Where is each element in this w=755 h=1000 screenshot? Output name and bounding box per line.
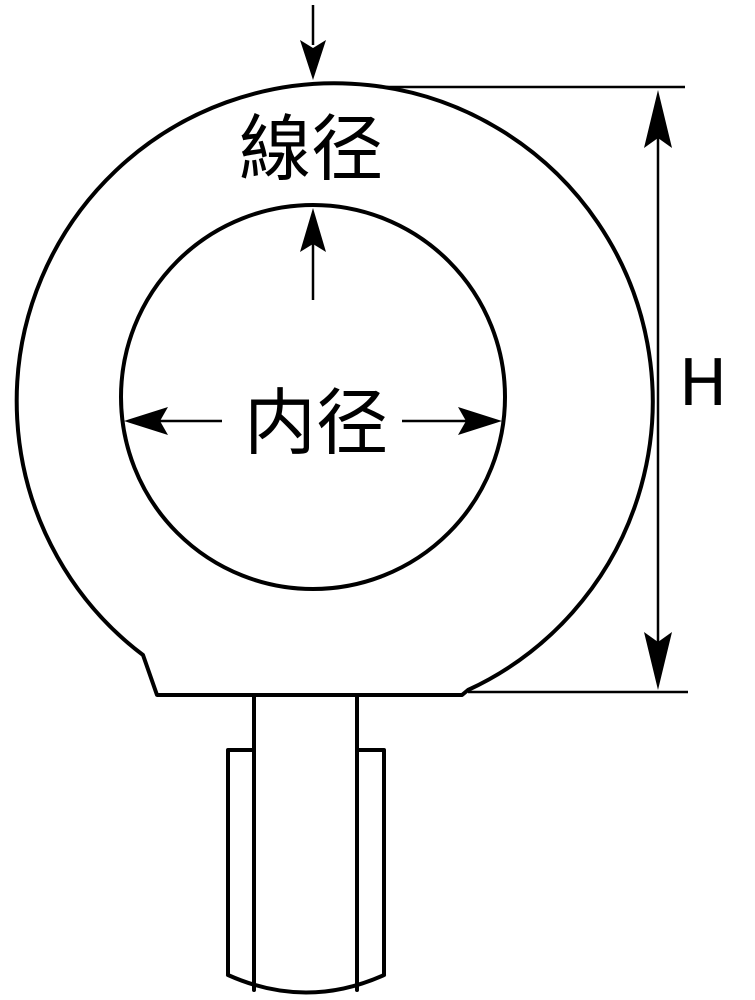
outer-ring-outline [14, 81, 655, 697]
inner-diameter-dimension: 内径 [124, 381, 502, 465]
height-label: H [679, 347, 727, 421]
height-dimension: H [386, 85, 727, 694]
inner-diameter-right-arrow [458, 407, 502, 435]
height-top-arrow [644, 90, 672, 148]
inner-hole [119, 203, 507, 591]
height-bottom-arrow [644, 632, 672, 690]
wire-diameter-bottom-arrow [300, 208, 326, 252]
inner-diameter-label: 内径 [244, 381, 388, 465]
inner-diameter-left-arrow [124, 407, 168, 435]
wire-diameter-dimension: 線径 [239, 5, 383, 300]
bolt-thread [226, 748, 386, 995]
wire-diameter-top-arrow [300, 40, 326, 80]
wire-diameter-label: 線径 [239, 107, 383, 191]
eye-bolt [14, 81, 655, 995]
bolt-shank [252, 693, 359, 992]
